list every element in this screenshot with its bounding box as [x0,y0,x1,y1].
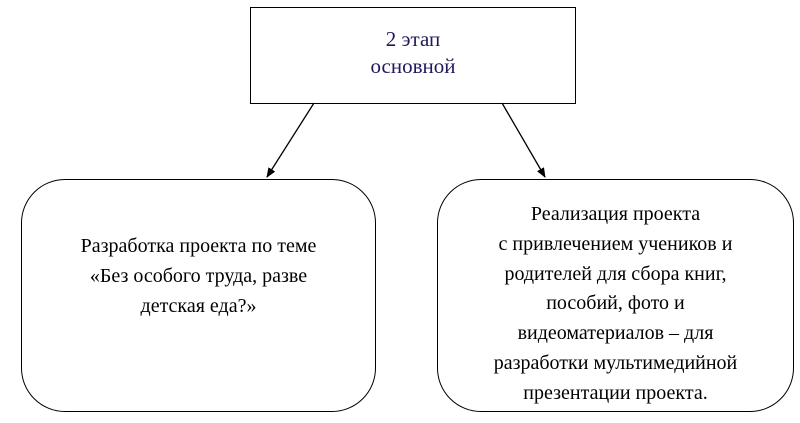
project-development-box: Разработка проекта по теме «Без особого … [21,179,376,412]
stage-box: 2 этап основной [250,7,576,104]
arrow-to-left-box [266,102,315,178]
arrow-to-right-box [501,102,546,178]
project-development-text: Разработка проекта по теме «Без особого … [80,235,317,317]
project-implementation-box: Реализация проекта с привлечением ученик… [437,179,794,412]
stage-number: 2 этап [385,27,441,52]
project-implementation-text: Реализация проекта с привлечением ученик… [493,203,738,404]
stage-title: основной [370,53,456,78]
